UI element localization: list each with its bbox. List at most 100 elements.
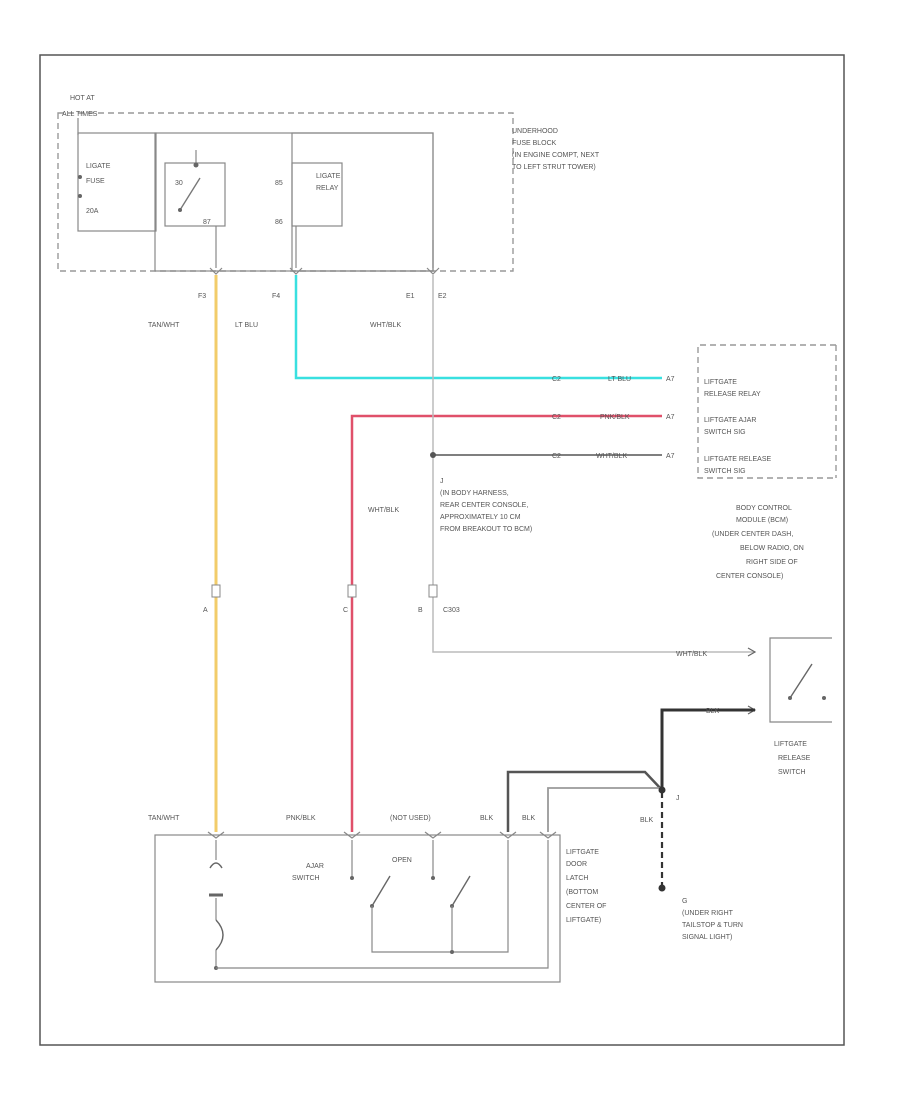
ground-symbol: [658, 884, 666, 892]
bcm-label-2: MODULE (BCM): [736, 517, 788, 524]
wire-wht-blk-label-switch: WHT/BLK: [676, 651, 707, 658]
underhood-fuse-block-label-2: FUSE BLOCK: [512, 140, 557, 147]
release-switch-box: [769, 637, 832, 723]
wire-pnk-blk: [350, 414, 662, 832]
bcm-circuit-2-pin: A7: [666, 414, 675, 421]
ajar-switch-label-1: AJAR: [306, 863, 324, 870]
relay-pin-86: 86: [275, 219, 283, 226]
bcm-label-6: CENTER CONSOLE): [716, 573, 783, 580]
wire-lt-blu-label: LT BLU: [235, 322, 258, 329]
pin-e1-label: E1: [406, 293, 415, 300]
latch-blk-label-2: BLK: [522, 815, 536, 822]
bcm-circuit-3-pin: A7: [666, 453, 675, 460]
bcm-circuit-3-label-1: LIFTGATE RELEASE: [704, 456, 771, 463]
release-switch-label-3: SWITCH: [778, 769, 806, 776]
pin-e2-label: E2: [438, 293, 447, 300]
diagram-frame: [39, 54, 845, 1046]
underhood-fuse-block-outline: [57, 112, 514, 272]
wire-wht-blk-lower: [432, 455, 755, 653]
connector-pin-c: C: [343, 607, 348, 614]
pin-f4-label: F4: [272, 293, 280, 300]
release-switch-label-2: RELEASE: [778, 755, 811, 762]
splice-label-4: APPROXIMATELY 10 CM: [440, 514, 521, 521]
splice-label-1: J: [440, 478, 444, 485]
wire-blk-label-switch: BLK: [706, 708, 720, 715]
bcm-label-1: BODY CONTROL: [736, 505, 792, 512]
ajar-switch-label-2: SWITCH: [292, 875, 320, 882]
relay-pin-85: 85: [275, 180, 283, 187]
bcm-circuit-1-label-1: LIFTGATE: [704, 379, 737, 386]
bcm-label-4: BELOW RADIO, ON: [740, 545, 804, 552]
bcm-circuit-1-label-2: RELEASE RELAY: [704, 391, 761, 398]
relay-pin-30: 30: [175, 180, 183, 187]
relay-enclosure: [154, 132, 434, 272]
ajar-switch-contact: [371, 875, 391, 907]
release-switch-label-1: LIFTGATE: [774, 741, 807, 748]
bcm-circuit-1-num: C2: [552, 376, 561, 383]
terminal-f4: [289, 267, 303, 275]
wire-blk-latch-2: [547, 787, 662, 832]
relay-label-1: LIGATE: [316, 173, 341, 180]
bcm-circuit-2-num: C2: [552, 414, 561, 421]
bcm-circuit-1-wire: LT BLU: [608, 376, 631, 383]
connector-number: C303: [443, 607, 460, 614]
latch-pnk-blk-label: PNK/BLK: [286, 815, 316, 822]
bcm-circuit-2-label-2: SWITCH SIG: [704, 429, 746, 436]
liftgate-latch-box: [154, 834, 561, 983]
ground-splice-label: J: [676, 795, 680, 802]
connector-pin-a: A: [203, 607, 208, 614]
latch-actuator-top: [209, 862, 223, 869]
bcm-circuit-3-label-2: SWITCH SIG: [704, 468, 746, 475]
fuse-label-2: FUSE: [86, 178, 105, 185]
wire-blk-switch: [660, 708, 755, 790]
fuse-box: [77, 132, 157, 232]
ground-label-2: (UNDER RIGHT: [682, 910, 734, 917]
wire-blk-latch-1: [506, 770, 663, 832]
latch-actuator-spring: [215, 919, 224, 951]
hot-at-all-times-line1: HOT AT: [70, 95, 95, 102]
terminal-e2: [426, 267, 440, 275]
bcm-circuit-1-pin: A7: [666, 376, 675, 383]
wire-wht-blk-label-mid: WHT/BLK: [368, 507, 399, 514]
fuse-label-3: 20A: [86, 208, 99, 215]
splice-label-5: FROM BREAKOUT TO BCM): [440, 526, 532, 533]
bcm-label-3: (UNDER CENTER DASH,: [712, 531, 793, 538]
release-switch-contact: [789, 663, 813, 699]
splice-label-2: (IN BODY HARNESS,: [440, 490, 509, 497]
underhood-fuse-block-label-3: (IN ENGINE COMPT, NEXT: [512, 152, 600, 159]
bcm-outline: [697, 344, 836, 479]
latch-tan-wht-label: TAN/WHT: [148, 815, 180, 822]
bcm-circuit-2-label-1: LIFTGATE AJAR: [704, 417, 756, 424]
connector-pin-b: B: [418, 607, 423, 614]
open-label: OPEN: [392, 857, 412, 864]
underhood-fuse-block-label-4: TO LEFT STRUT TOWER): [512, 164, 596, 171]
hot-at-all-times-line2: ALL TIMES: [62, 111, 98, 118]
latch-label-5: CENTER OF: [566, 903, 606, 910]
latch-not-used-label: (NOT USED): [390, 815, 431, 822]
latch-label-2: DOOR: [566, 861, 587, 868]
ground-label-3: TAILSTOP & TURN: [682, 922, 743, 929]
bcm-circuit-3-num: C2: [552, 453, 561, 460]
ground-label-1: G: [682, 898, 687, 905]
bcm-label-5: RIGHT SIDE OF: [746, 559, 798, 566]
pin-f3-label: F3: [198, 293, 206, 300]
bcm-circuit-3-wire: WHT/BLK: [596, 453, 627, 460]
ground-splice-junction: [658, 786, 666, 794]
latch-label-4: (BOTTOM: [566, 889, 598, 896]
wire-wht-blk-label-upper: WHT/BLK: [370, 322, 401, 329]
relay-coil-section: [291, 162, 343, 227]
relay-contact: [179, 177, 201, 211]
wire-blk-label-ground: BLK: [640, 817, 654, 824]
underhood-fuse-block-label-1: UNDERHOOD: [512, 128, 558, 135]
relay-switch-section: [164, 162, 226, 227]
latch-label-3: LATCH: [566, 875, 588, 882]
latch-label-1: LIFTGATE: [566, 849, 599, 856]
fuse-label-1: LIGATE: [86, 163, 111, 170]
splice-label-3: REAR CENTER CONSOLE,: [440, 502, 528, 509]
latch-internal-return: [216, 840, 549, 969]
wire-lt-blu: [294, 275, 662, 380]
bcm-circuit-2-wire: PNK/BLK: [600, 414, 630, 421]
latch-blk-label-1: BLK: [480, 815, 494, 822]
splice-junction: [430, 452, 436, 458]
